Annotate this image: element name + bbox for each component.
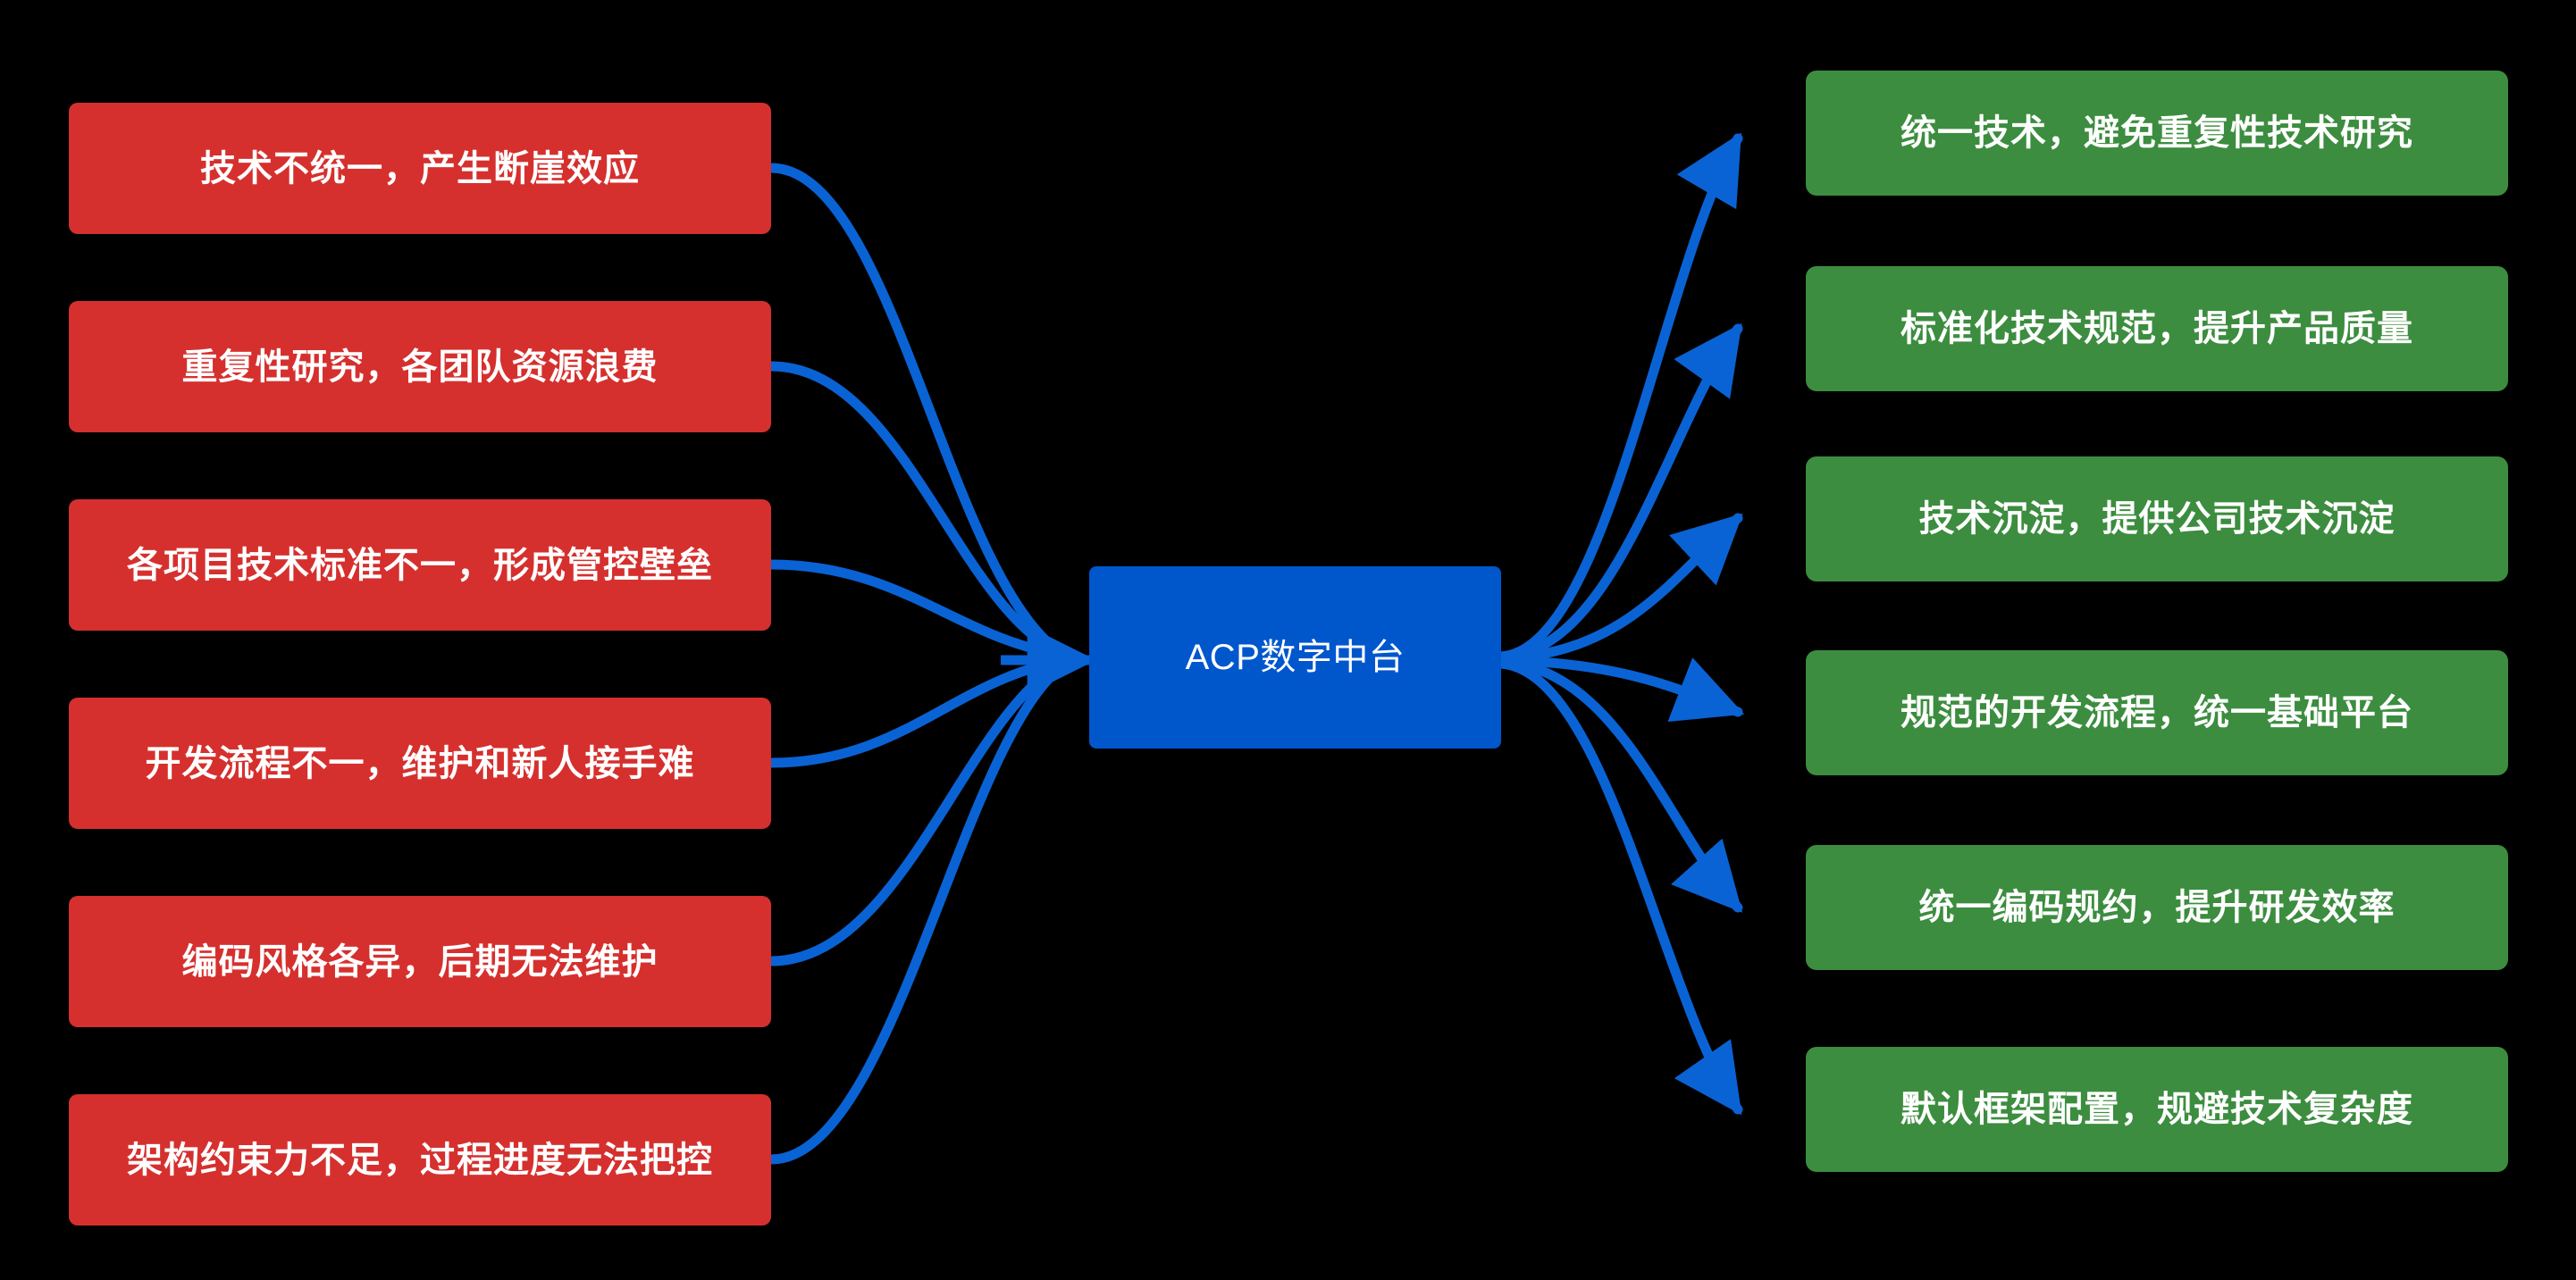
problem-node-4[interactable]: 开发流程不一，维护和新人接手难 xyxy=(69,698,771,829)
edge-problem-3 xyxy=(766,559,1069,660)
problem-node-2[interactable]: 重复性研究，各团队资源浪费 xyxy=(69,301,771,432)
problem-node-5[interactable]: 编码风格各异，后期无法维护 xyxy=(69,896,771,1027)
problem-node-6[interactable]: 架构约束力不足，过程进度无法把控 xyxy=(69,1094,771,1226)
benefit-node-3-label: 技术沉淀，提供公司技术沉淀 xyxy=(1918,499,2396,539)
problem-node-4-label: 开发流程不一，维护和新人接手难 xyxy=(145,743,695,783)
benefit-node-5[interactable]: 统一编码规约，提升研发效率 xyxy=(1806,845,2508,970)
benefit-node-6[interactable]: 默认框架配置，规避技术复杂度 xyxy=(1806,1047,2508,1172)
problem-node-1-label: 技术不统一，产生断崖效应 xyxy=(200,148,640,188)
edge-benefit-3 xyxy=(1496,513,1743,664)
edge-problem-6 xyxy=(766,660,1069,1165)
benefit-node-4-label: 规范的开发流程，统一基础平台 xyxy=(1901,693,2413,732)
outgoing-edges xyxy=(1496,132,1745,1116)
benefit-node-6-label: 默认框架配置，规避技术复杂度 xyxy=(1901,1090,2413,1129)
edge-problem-5 xyxy=(766,657,1069,966)
problem-node-3[interactable]: 各项目技术标准不一，形成管控壁垒 xyxy=(69,499,771,631)
edge-benefit-6 xyxy=(1496,658,1743,1116)
benefit-node-2[interactable]: 标准化技术规范，提升产品质量 xyxy=(1806,266,2508,391)
benefit-node-3[interactable]: 技术沉淀，提供公司技术沉淀 xyxy=(1806,456,2508,581)
edge-benefit-5 xyxy=(1496,657,1743,913)
benefit-node-4[interactable]: 规范的开发流程，统一基础平台 xyxy=(1806,650,2508,775)
edge-problem-2 xyxy=(766,361,1069,660)
incoming-edges xyxy=(766,163,1069,1165)
benefit-node-1[interactable]: 统一技术，避免重复性技术研究 xyxy=(1806,71,2508,196)
center-node-label: ACP数字中台 xyxy=(1185,638,1405,677)
benefit-node-5-label: 统一编码规约，提升研发效率 xyxy=(1918,888,2396,927)
benefit-node-1-label: 统一技术，避免重复性技术研究 xyxy=(1901,113,2413,153)
benefit-node-2-label: 标准化技术规范，提升产品质量 xyxy=(1901,309,2413,348)
center-node-acp-platform[interactable]: ACP数字中台 xyxy=(1089,566,1501,749)
problem-node-3-label: 各项目技术标准不一，形成管控壁垒 xyxy=(127,545,713,585)
problem-node-2-label: 重复性研究，各团队资源浪费 xyxy=(181,347,659,387)
problem-node-1[interactable]: 技术不统一，产生断崖效应 xyxy=(69,103,771,234)
problem-node-5-label: 编码风格各异，后期无法维护 xyxy=(181,941,659,982)
edge-problem-4 xyxy=(766,656,1069,768)
edge-problem-1 xyxy=(766,163,1069,660)
edge-benefit-2 xyxy=(1496,322,1743,663)
problem-node-6-label: 架构约束力不足，过程进度无法把控 xyxy=(127,1140,713,1180)
edge-benefit-1 xyxy=(1496,132,1743,662)
edge-benefit-4 xyxy=(1496,655,1745,722)
